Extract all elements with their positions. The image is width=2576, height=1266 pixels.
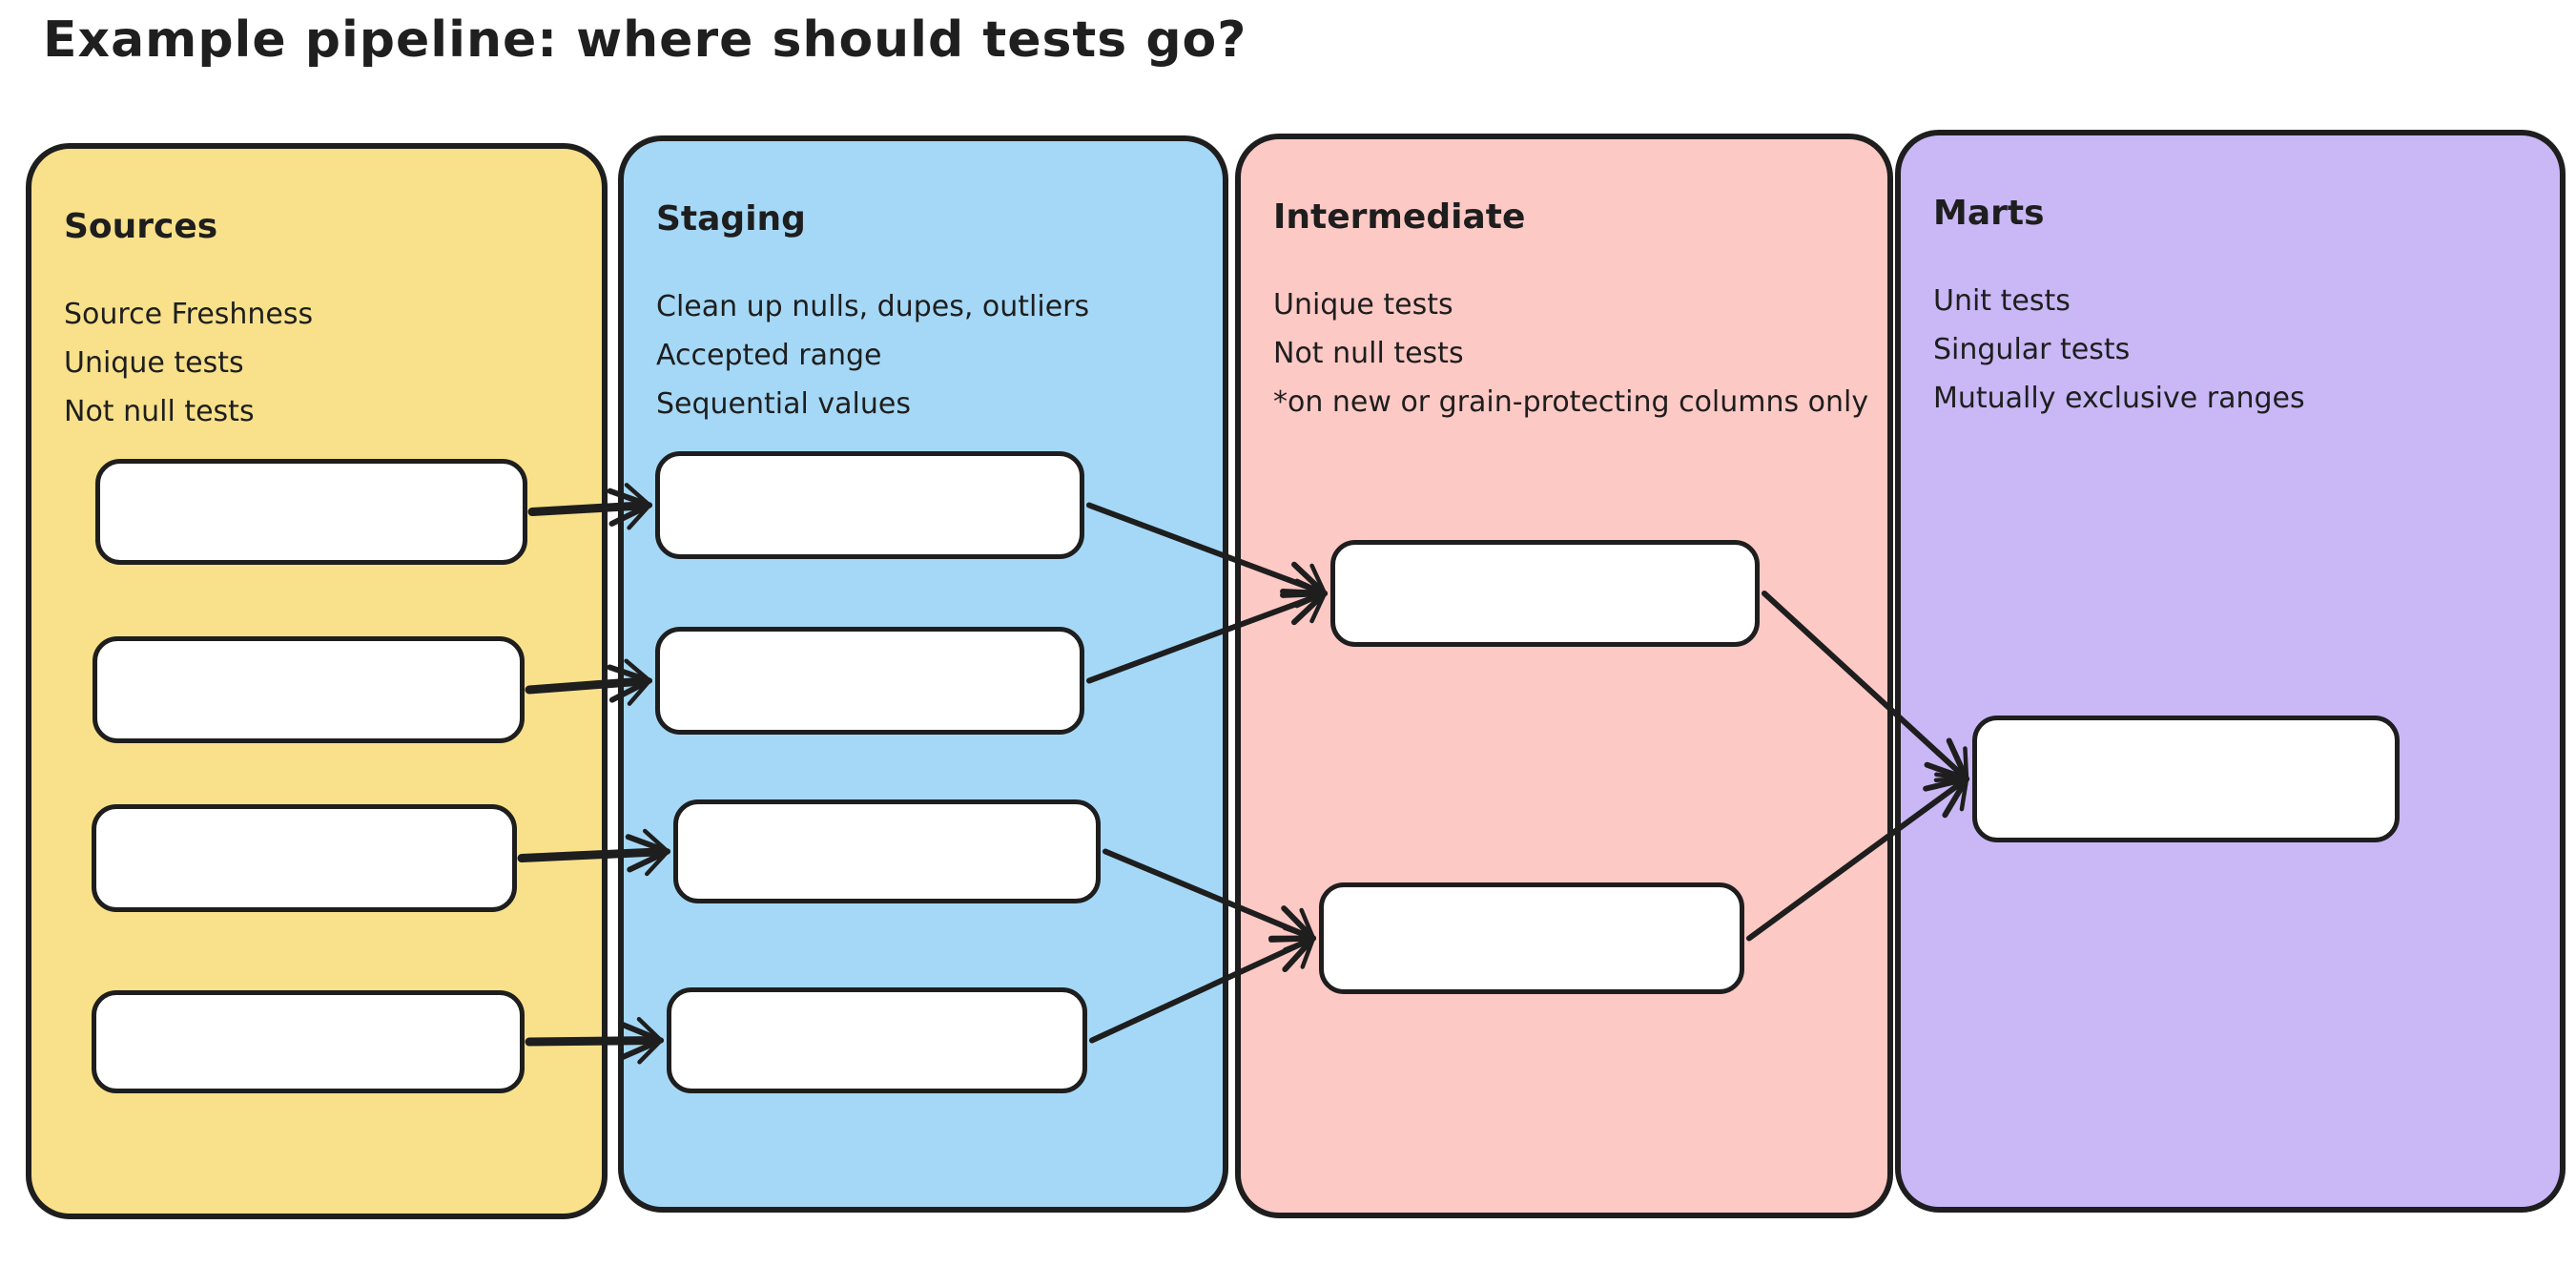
panel-note: Unit tests xyxy=(1933,284,2071,318)
panel-intermediate-notes: Unique tests Not null tests *on new or g… xyxy=(1273,280,1878,426)
node-int-1[interactable] xyxy=(1330,540,1760,647)
node-src-4[interactable] xyxy=(92,990,525,1093)
panel-note: Mutually exclusive ranges xyxy=(1933,382,2305,415)
panel-staging-title: Staging xyxy=(656,199,806,239)
panel-sources-notes: Source Freshness Unique tests Not null t… xyxy=(64,290,592,436)
node-stg-1[interactable] xyxy=(655,451,1084,559)
panel-note: Sequential values xyxy=(656,387,911,421)
panel-note: Clean up nulls, dupes, outliers xyxy=(656,290,1090,323)
panel-note: Singular tests xyxy=(1933,333,2131,366)
node-stg-3[interactable] xyxy=(673,799,1101,903)
node-int-2[interactable] xyxy=(1319,882,1744,994)
panel-note: Not null tests xyxy=(64,395,255,428)
panel-note: Source Freshness xyxy=(64,298,314,331)
panel-note: Not null tests xyxy=(1273,337,1464,370)
panel-intermediate-title: Intermediate xyxy=(1273,197,1526,237)
panel-staging-notes: Clean up nulls, dupes, outliers Accepted… xyxy=(656,282,1213,428)
node-src-2[interactable] xyxy=(93,636,525,743)
panel-intermediate[interactable]: Intermediate Unique tests Not null tests… xyxy=(1235,134,1893,1218)
node-src-3[interactable] xyxy=(92,804,517,912)
diagram-title: Example pipeline: where should tests go? xyxy=(43,11,1247,69)
node-mart-1[interactable] xyxy=(1972,716,2400,842)
node-stg-2[interactable] xyxy=(655,627,1084,735)
panel-note: Accepted range xyxy=(656,339,882,372)
panel-note: *on new or grain-protecting columns only xyxy=(1273,385,1869,419)
panel-sources-title: Sources xyxy=(64,207,218,246)
node-src-1[interactable] xyxy=(95,459,527,565)
panel-marts-title: Marts xyxy=(1933,194,2045,233)
node-stg-4[interactable] xyxy=(667,987,1087,1093)
panel-marts-notes: Unit tests Singular tests Mutually exclu… xyxy=(1933,277,2550,423)
panel-note: Unique tests xyxy=(1273,288,1453,322)
panel-marts[interactable]: Marts Unit tests Singular tests Mutually… xyxy=(1895,130,2566,1213)
panel-note: Unique tests xyxy=(64,346,244,380)
